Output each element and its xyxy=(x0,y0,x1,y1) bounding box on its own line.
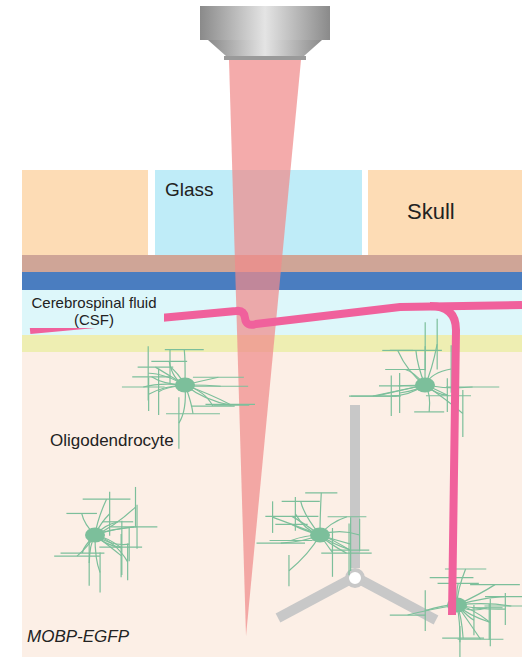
myelin-sheath xyxy=(135,487,136,527)
glass-window: Glass xyxy=(155,170,362,256)
myelin-sheath xyxy=(438,583,479,584)
label-text: Oligodendrocyte xyxy=(48,432,176,451)
blood-vessel-branch xyxy=(430,306,456,615)
myelin-sheath xyxy=(390,350,442,351)
myelin-sheath xyxy=(470,584,520,585)
myelin-sheath xyxy=(66,513,97,514)
myelin-sheath xyxy=(321,553,371,554)
myelin-sheath xyxy=(89,540,90,585)
myelin-sheath xyxy=(295,497,296,531)
myelin-sheath xyxy=(459,626,460,657)
myelin-sheath xyxy=(490,599,491,646)
skull-left xyxy=(22,170,148,256)
myelin-sheath xyxy=(425,322,426,370)
myelin-sheath xyxy=(437,319,438,370)
myelin-sheath xyxy=(61,552,105,553)
oligodendrocyte-cell xyxy=(54,487,157,593)
myelin-sheath xyxy=(127,543,128,580)
myelin-sheath xyxy=(83,499,131,500)
myelin-sheath xyxy=(414,411,444,412)
myelin-sheath xyxy=(138,367,174,368)
myelin-sheath xyxy=(158,369,159,415)
skull-block: Skull xyxy=(368,170,522,256)
myelin-sheath xyxy=(328,516,367,517)
objective-body xyxy=(200,6,330,40)
oligodendrocyte-soma xyxy=(85,528,105,543)
myelin-sheath xyxy=(350,517,351,571)
myelin-sheath xyxy=(379,385,418,386)
myelin-sheath xyxy=(442,638,484,639)
myelin-sheath xyxy=(426,395,471,396)
myelin-sheath xyxy=(165,349,204,350)
myelin-sheath xyxy=(331,550,369,551)
myelin-sheath xyxy=(193,386,248,387)
myelin-sheath xyxy=(359,519,360,551)
myelin-sheath xyxy=(166,413,220,414)
myelin-sheath xyxy=(109,492,110,536)
skull-right xyxy=(368,170,522,256)
myelin-sheath xyxy=(349,396,397,397)
myelin-sheath xyxy=(272,501,273,533)
myelin-sheath xyxy=(193,377,244,378)
oligodendrocyte-soma xyxy=(310,528,330,543)
label-text: Cerebrospinal fluid (CSF) xyxy=(24,295,164,328)
brain-tissue: OligodendrocyteMOBP-EGFP xyxy=(22,352,522,657)
myelin-sheath xyxy=(462,390,463,437)
astrocyte-process xyxy=(350,405,360,568)
label-text: Skull xyxy=(405,200,457,224)
myelin-sheath xyxy=(485,596,522,597)
myelin-sheath xyxy=(129,527,130,561)
myelin-sheath xyxy=(99,553,100,593)
myelin-sheath xyxy=(305,492,337,493)
myelin-sheath xyxy=(288,555,289,586)
myelin-sheath xyxy=(257,542,305,543)
myelin-sheath xyxy=(151,361,187,362)
oligodendrocyte-cell xyxy=(349,319,499,437)
myelin-sheath xyxy=(213,405,249,406)
myelin-sheath xyxy=(505,593,506,625)
oligodendrocyte-cell xyxy=(257,493,372,586)
myelin-sheath xyxy=(136,505,137,549)
myelin-sheath xyxy=(148,378,149,411)
astrocyte xyxy=(278,405,436,620)
oligodendrocyte-soma xyxy=(175,378,195,393)
brain-tissue xyxy=(22,352,522,657)
myelin-sheath xyxy=(390,614,426,615)
label-text: Glass xyxy=(163,180,216,201)
oligodendrocyte-soma xyxy=(415,378,435,393)
myelin-sheath xyxy=(332,528,333,577)
objective-lens xyxy=(224,56,306,60)
myelin-sheath xyxy=(472,607,503,608)
myelin-sheath xyxy=(54,556,100,557)
myelin-sheath xyxy=(132,376,171,377)
myelin-sheath xyxy=(121,534,122,577)
laser-beam xyxy=(229,60,301,636)
myelin-sheath xyxy=(458,639,504,640)
myelin-sheath xyxy=(178,397,179,449)
myelin-sheath xyxy=(282,501,320,502)
objective-tip xyxy=(208,40,322,56)
myelin-sheath xyxy=(399,373,400,413)
label-text: MOBP-EGFP xyxy=(25,628,131,647)
csf-band: Cerebrospinal fluid (CSF) xyxy=(22,290,522,335)
